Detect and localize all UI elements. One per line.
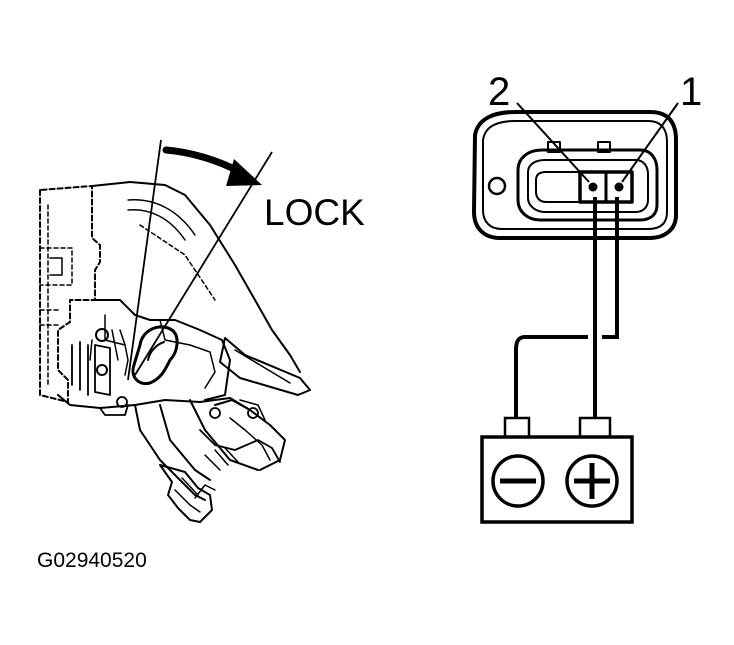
curved-arrow-icon	[162, 146, 262, 186]
battery	[480, 416, 634, 524]
terminal-pin-1	[614, 182, 624, 192]
lock-label: LOCK	[264, 192, 365, 233]
minus-icon	[491, 454, 545, 508]
figure-id: G02940520	[37, 549, 147, 572]
battery-terminal-negative	[503, 416, 531, 440]
terminal-pins	[588, 182, 624, 192]
pin-1-label: 1	[680, 70, 703, 114]
pin-leader-lines	[516, 102, 679, 183]
battery-terminal-positive	[578, 416, 612, 440]
terminal-pin-2	[588, 182, 598, 192]
pin-2-label: 2	[488, 70, 511, 114]
rotation-reference-lines	[127, 139, 273, 381]
wire-negative	[514, 197, 619, 420]
plus-icon	[565, 454, 619, 508]
test-wires	[514, 197, 619, 420]
lock-mechanism-illustration	[39, 181, 311, 523]
connector-housing	[472, 110, 678, 240]
